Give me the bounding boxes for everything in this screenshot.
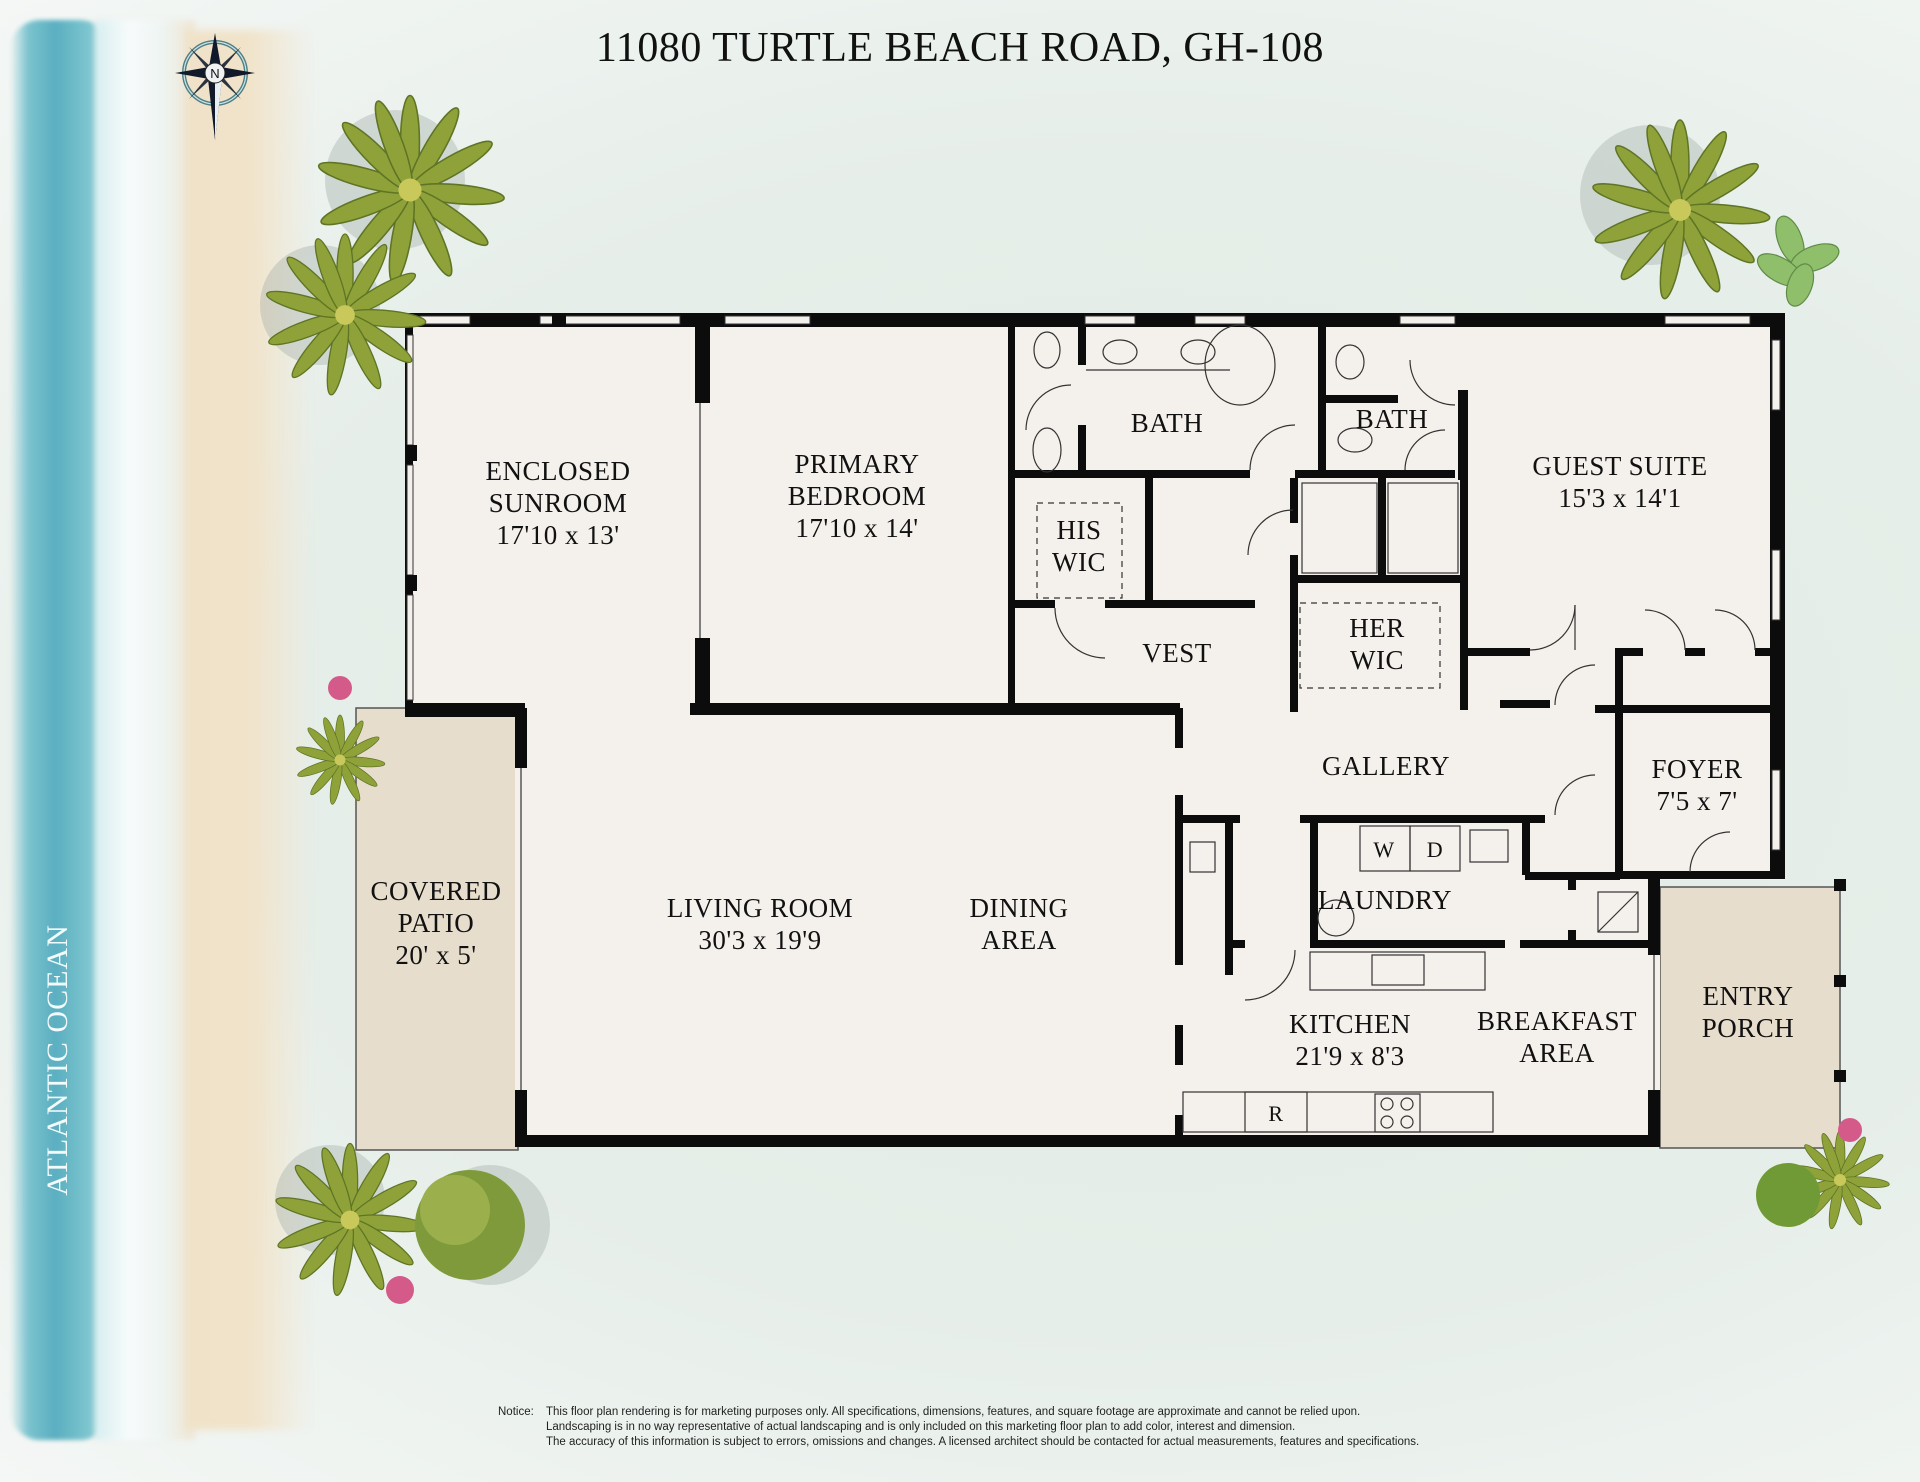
page-title: 11080 TURTLE BEACH ROAD, GH-108 (595, 25, 1325, 71)
breakfast-area-name-1: BREAKFAST (1476, 1006, 1638, 1036)
primary-bath-label: BATH (1130, 408, 1204, 438)
primary-bedroom-name-2: BEDROOM (787, 481, 927, 511)
vest-label: VEST (1142, 638, 1212, 668)
notice-line-3: The accuracy of this information is subj… (546, 1436, 1420, 1448)
guest-suite-label: GUEST SUITE 15'3 x 14'1 (1532, 450, 1707, 514)
covered-patio-dims: 20' x 5' (395, 940, 477, 970)
sunroom-name-1: ENCLOSED (485, 456, 631, 486)
notice-lead: Notice: (498, 1406, 534, 1418)
his-wic-name-1: HIS (1056, 515, 1102, 545)
breakfast-area-label: BREAKFAST AREA (1477, 1005, 1637, 1069)
primary-bedroom-name-1: PRIMARY (794, 449, 920, 479)
kitchen-name: KITCHEN (1289, 1009, 1411, 1039)
foyer-dims: 7'5 x 7' (1656, 786, 1738, 816)
notice-line-1: This floor plan rendering is for marketi… (546, 1406, 1361, 1418)
covered-patio-name-1: COVERED (370, 876, 502, 906)
foyer-name: FOYER (1651, 754, 1743, 784)
his-wic-label: HIS WIC (1052, 514, 1106, 578)
her-wic-name-2: WIC (1350, 645, 1404, 675)
kitchen-label: KITCHEN 21'9 x 8'3 (1289, 1008, 1411, 1072)
entry-porch-name-1: ENTRY (1702, 981, 1794, 1011)
foyer-label: FOYER 7'5 x 7' (1651, 753, 1742, 817)
guest-suite-dims: 15'3 x 14'1 (1558, 483, 1682, 513)
guest-suite-name: GUEST SUITE (1532, 451, 1708, 481)
dining-area-name-2: AREA (981, 925, 1057, 955)
covered-patio-label: COVERED PATIO 20' x 5' (371, 875, 502, 971)
dryer-label: D (1426, 837, 1444, 862)
dining-area-label: DINING AREA (970, 892, 1069, 956)
covered-patio-name-2: PATIO (397, 908, 475, 938)
living-room-dims: 30'3 x 19'9 (698, 925, 822, 955)
laundry-label: LAUNDRY (1317, 885, 1453, 915)
entry-porch-label: ENTRY PORCH (1702, 980, 1795, 1044)
washer-label: W (1373, 837, 1395, 862)
refrigerator-label: R (1268, 1101, 1284, 1126)
breakfast-area-name-2: AREA (1519, 1038, 1595, 1068)
ocean-strip (10, 20, 110, 1440)
her-wic-label: HER WIC (1349, 612, 1405, 676)
gallery-label: GALLERY (1322, 751, 1450, 781)
living-room-label: LIVING ROOM 30'3 x 19'9 (667, 892, 853, 956)
living-room-name: LIVING ROOM (666, 893, 854, 923)
compass-rose-icon: N (175, 33, 255, 140)
his-wic-name-2: WIC (1052, 547, 1106, 577)
notice-line-2: Landscaping is in no way representative … (546, 1421, 1296, 1433)
sunroom-label: ENCLOSED SUNROOM 17'10 x 13' (486, 455, 631, 551)
dining-area-name-1: DINING (969, 893, 1069, 923)
compass-north-label: N (210, 66, 219, 81)
guest-bath-label: BATH (1355, 404, 1429, 434)
kitchen-dims: 21'9 x 8'3 (1295, 1041, 1405, 1071)
sunroom-name-2: SUNROOM (488, 488, 628, 518)
her-wic-name-1: HER (1349, 613, 1405, 643)
primary-bedroom-dims: 17'10 x 14' (795, 513, 919, 543)
surf-strip (95, 20, 195, 1440)
covered-patio-area (355, 707, 519, 1151)
primary-bedroom-label: PRIMARY BEDROOM 17'10 x 14' (788, 448, 927, 544)
sunroom-dims: 17'10 x 13' (496, 520, 620, 550)
entry-porch-name-2: PORCH (1701, 1013, 1795, 1043)
entry-porch-area (1659, 886, 1841, 1149)
